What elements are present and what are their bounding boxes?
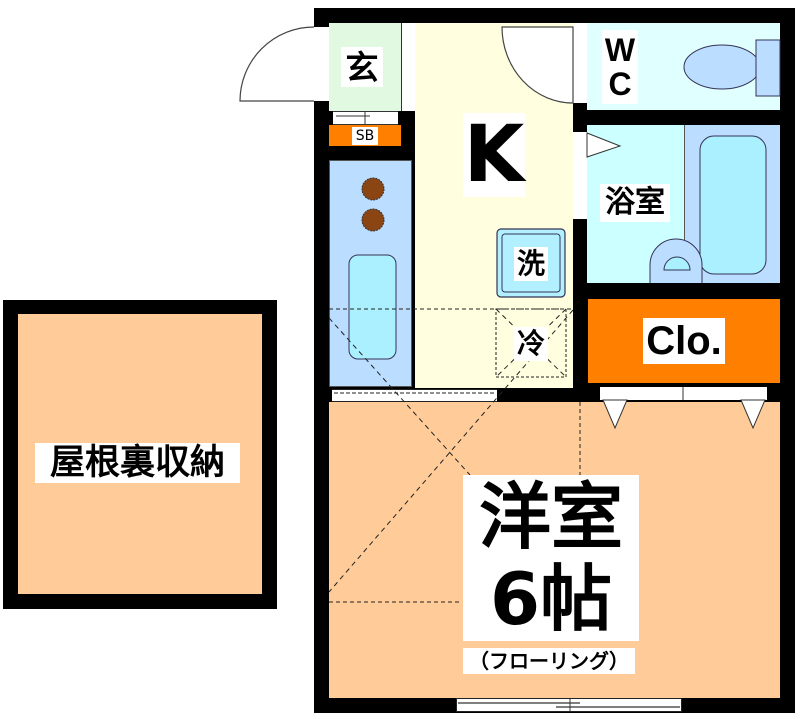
western-room-label-type: 洋室 — [478, 475, 623, 559]
western-room-label-size: 6帖 — [489, 557, 613, 641]
western-room-flooring: （フローリング） — [463, 648, 635, 674]
hall-strip — [401, 23, 415, 111]
attic-label: 屋根裏収納 — [35, 443, 240, 483]
genkan-label: 玄 — [341, 47, 383, 87]
bath-door-opening[interactable] — [573, 132, 587, 219]
room-sliding-door[interactable] — [332, 389, 497, 402]
wc-label-w: W — [604, 32, 636, 68]
closet-label: Clo. — [643, 318, 725, 364]
fridge-label: 冷 — [514, 327, 548, 361]
kitchen-door-opening[interactable] — [573, 23, 587, 103]
wc-label: W C — [602, 30, 638, 104]
bath-label: 浴室 — [600, 184, 670, 222]
wc-label-c: C — [608, 66, 632, 102]
kitchen-label: K — [463, 110, 525, 200]
window-bottom — [456, 698, 682, 712]
shoebox-label: SB — [352, 127, 378, 145]
washer-label: 洗 — [514, 247, 548, 281]
western-room-label: 洋室 6帖 — [463, 475, 639, 641]
entrance-door-opening[interactable] — [314, 27, 329, 101]
